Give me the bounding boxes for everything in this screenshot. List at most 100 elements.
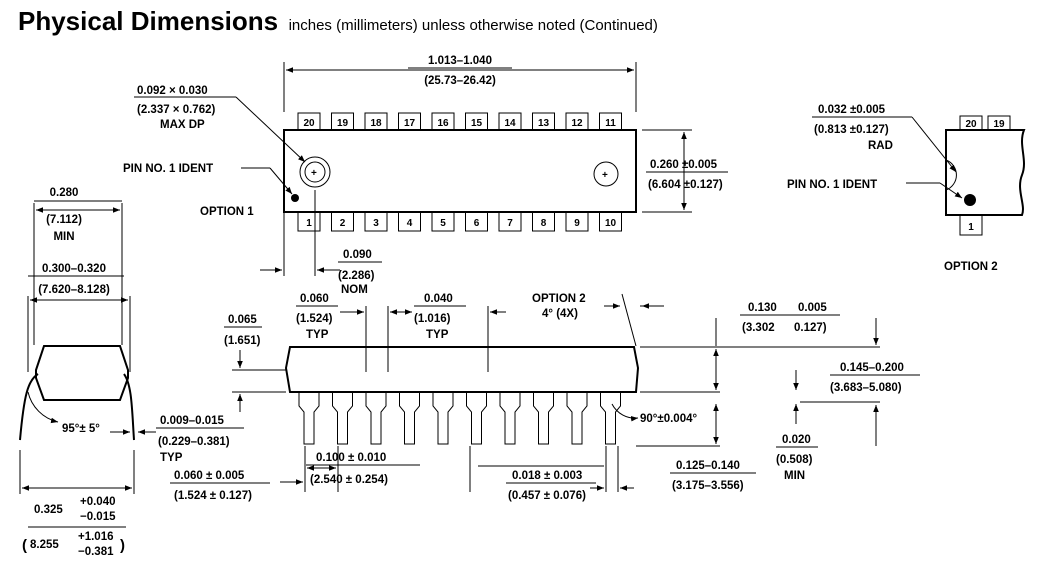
end-span-mm: (7.620–8.128)	[38, 284, 110, 296]
side-lead-9	[566, 392, 588, 445]
w040-mm: (1.016)	[414, 313, 451, 325]
length-mm: (25.73–26.42)	[424, 75, 496, 87]
offset-note: NOM	[341, 284, 368, 296]
end-min-note: MIN	[53, 231, 74, 243]
top-pin-label: 20	[303, 118, 315, 129]
side-lead-10	[600, 392, 621, 445]
h125-in: 0.125–0.140	[676, 460, 740, 472]
side-option2-angle: 4° (4X)	[542, 308, 578, 320]
top-pin-label: 12	[571, 118, 583, 129]
end-lead-mm: (0.229–0.381)	[158, 436, 230, 448]
w060-note: TYP	[306, 329, 329, 341]
bottom-pin-label: 3	[373, 218, 379, 229]
dimple-leader	[235, 96, 306, 163]
side-lead-6	[466, 392, 487, 445]
bottom-pin-label: 1	[306, 218, 312, 229]
side-view-body	[284, 346, 640, 393]
top-pin-16	[431, 112, 455, 131]
option2-rad-in: 0.032 ±0.005	[818, 104, 886, 116]
end060-in: 0.060 ± 0.005	[174, 470, 245, 482]
top-pin-label: 15	[471, 118, 483, 129]
top-pin-20	[297, 112, 321, 131]
h145-in: 0.145–0.200	[840, 362, 904, 374]
top-pin-label: 13	[538, 118, 550, 129]
w040-note: TYP	[426, 329, 449, 341]
option2-label: OPTION 2	[944, 261, 998, 273]
end-lead-note: TYP	[160, 452, 183, 464]
length-in: 1.013–1.040	[428, 55, 492, 67]
option2-pin-19	[987, 115, 1011, 131]
option2-notch	[945, 159, 957, 191]
end-angle: 95°± 5°	[62, 423, 100, 435]
w060-in: 0.060	[300, 293, 329, 305]
end-lead-in: 0.009–0.015	[160, 415, 225, 427]
bottom-pin-label: 5	[440, 218, 446, 229]
angle90: 90°±0.004°	[640, 413, 697, 425]
ejector-mark	[593, 161, 619, 187]
h130-mm-tol: 0.127)	[794, 322, 827, 334]
pitch-mm: (2.540 ± 0.254)	[310, 474, 388, 486]
bottom-pin-2	[331, 211, 354, 232]
offset-in: 0.090	[343, 249, 372, 261]
end-spread-minus: −0.015	[80, 511, 116, 523]
h145-mm: (3.683–5.080)	[830, 382, 902, 394]
ejector-plus-mark: +	[602, 170, 608, 181]
end-view: 0.280 (7.112) MIN 0.300–0.320 (7.620–8.1…	[19, 187, 244, 558]
bottom-pin-7	[498, 211, 522, 232]
side-lead-8	[533, 392, 554, 445]
bottom-pin-8	[532, 211, 555, 232]
top-pin-label: 19	[337, 118, 349, 129]
option2-rad-mm: (0.813 ±0.127)	[814, 124, 889, 136]
option2-view: 20 19 1 0.032 ±0.005 (0.813 ±0.127) RAD …	[787, 104, 1026, 273]
pin1-dot	[291, 194, 299, 202]
side-view: 0.065 (1.651) 0.060 (1.524) TYP 0.040 (1…	[170, 293, 920, 502]
h130-mm: (3.302	[742, 322, 775, 334]
bottom-pin-10	[599, 211, 622, 232]
dimple-note: MAX DP	[160, 119, 205, 131]
paren: )	[120, 537, 125, 554]
end-min-in: 0.280	[50, 187, 79, 199]
bottom-pin-3	[364, 211, 388, 232]
top-pin-18	[364, 112, 388, 131]
end-min-mm: (7.112)	[46, 214, 82, 226]
side-lead-1	[298, 392, 320, 445]
end-angle-arc	[27, 391, 59, 424]
side-lead-7	[499, 392, 521, 445]
top-pin-label: 14	[504, 118, 516, 129]
top-pin-14	[498, 112, 522, 131]
side-lead-row	[298, 392, 621, 445]
option2-body	[945, 129, 1026, 216]
title-subtitle: inches (millimeters) unless otherwise no…	[288, 17, 658, 34]
top-pin-17	[398, 112, 421, 131]
top-pin-label: 18	[370, 118, 382, 129]
bottom-pin-4	[398, 211, 421, 232]
lead018-mm: (0.457 ± 0.076)	[508, 490, 586, 502]
top-pin-12	[565, 112, 589, 131]
width-mm: (6.604 ±0.127)	[648, 179, 723, 191]
side-lead-4	[399, 392, 420, 445]
end-left-lead	[19, 373, 39, 441]
paren: (	[22, 537, 27, 554]
h125-mm: (3.175–3.556)	[672, 480, 744, 492]
option2-rad-note: RAD	[868, 140, 893, 152]
h130-in: 0.130	[748, 302, 777, 314]
end-spread-mm: 8.255	[30, 539, 59, 551]
end-spread-in: 0.325	[34, 504, 63, 516]
option2-pin1-dot	[964, 194, 976, 206]
option2-pin-label: 19	[993, 119, 1005, 130]
option2-pin-1	[959, 214, 983, 236]
bottom-pin-label: 8	[541, 218, 547, 229]
draft-line	[621, 293, 637, 347]
bottom-pin-label: 7	[507, 218, 513, 229]
title-main: Physical Dimensions	[18, 6, 279, 36]
angle90-arc	[611, 403, 639, 422]
option2-pin-label: 1	[968, 222, 974, 233]
option2-pin-20	[959, 115, 983, 131]
bottom-pin-6	[465, 211, 488, 232]
top-pin-15	[465, 112, 488, 131]
top-pin-label: 11	[605, 118, 616, 129]
end-span-in: 0.300–0.320	[42, 263, 106, 275]
